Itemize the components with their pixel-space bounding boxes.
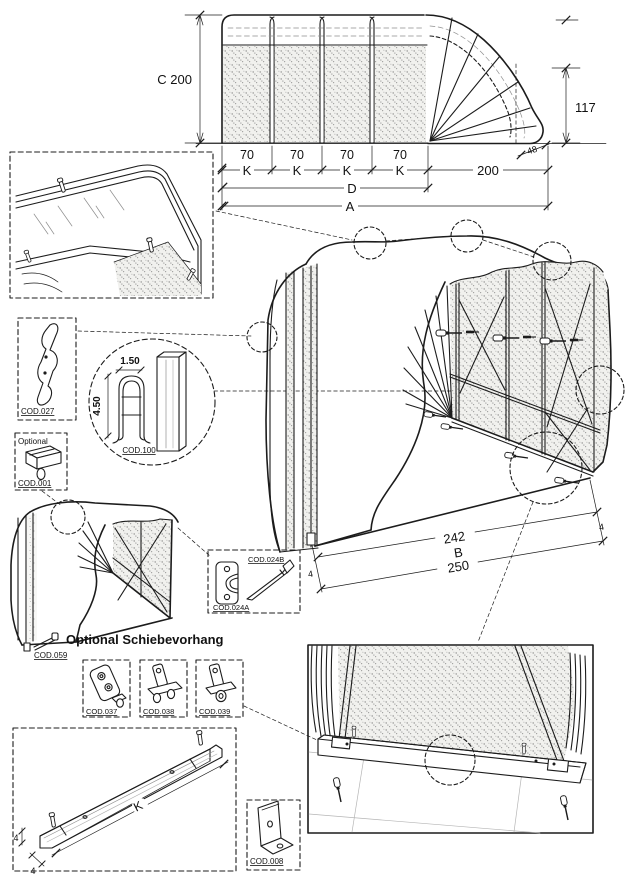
cod027-label: COD.027 — [21, 407, 55, 416]
clamp-cod001-box: Optional COD.001 — [14, 432, 68, 491]
cod059-label: COD.059 — [34, 651, 68, 660]
rail-dimensions: K 4 4 — [13, 759, 229, 876]
small-perspective-view — [10, 499, 179, 652]
rail-height-label: 4 — [13, 833, 18, 843]
dim-c200-label: C 200 — [157, 72, 192, 87]
fan-fold-elevation — [425, 14, 544, 145]
folded-curtain-right — [565, 652, 587, 755]
corner-detail-drawing — [15, 164, 202, 296]
side-elevation-view: C 200 117 48 70 70 70 70 — [157, 10, 607, 214]
main-perspective-view: 242 B 250 4 4 — [246, 219, 625, 594]
fan-blades — [429, 17, 537, 142]
dim-b-label: B — [453, 544, 464, 560]
bracket-cod027-box: COD.027 — [17, 317, 77, 421]
dim-117-label: 117 — [575, 100, 596, 115]
latch-plate-cod024a-drawing — [215, 561, 239, 605]
curtain-option-title: Optional Schiebevorhang — [66, 632, 224, 647]
dimension-row-d: D — [217, 181, 433, 196]
profile-cod100-detail: 1.50 4.50 COD.100 — [88, 338, 216, 466]
small-highlight-circle — [50, 499, 86, 535]
scissor-arms — [337, 645, 568, 772]
profile-extrusion-drawing — [156, 351, 187, 452]
clamp-cod001-drawing — [25, 445, 62, 481]
dimension-48: 48 — [516, 140, 551, 160]
cod008-label: COD.008 — [250, 857, 284, 866]
folded-stack — [265, 263, 319, 553]
curtain-part-box-1: COD.037 — [82, 659, 131, 718]
cod038-label: COD.038 — [143, 707, 174, 716]
glass-hatching — [33, 189, 125, 235]
dim-48-label: 48 — [526, 144, 539, 157]
cod037-label: COD.037 — [86, 707, 117, 716]
panel-width-label: 70 — [290, 148, 304, 162]
profile-width-label: 1.50 — [120, 356, 140, 367]
cod008-drawing — [257, 800, 294, 855]
k-label: K — [293, 163, 302, 178]
panel-width-label: 70 — [393, 148, 407, 162]
cod039-label: COD.039 — [199, 707, 230, 716]
k-label: K — [243, 163, 252, 178]
small-fan — [77, 521, 114, 574]
cod100-label: COD.100 — [122, 446, 156, 455]
dim-4-left-label: 4 — [307, 569, 314, 580]
dimension-117: 117 — [551, 15, 596, 148]
base-rail — [317, 725, 587, 784]
dim-a-label: A — [346, 199, 355, 214]
cod039-drawing — [205, 663, 237, 703]
dim-242-label: 242 — [442, 528, 466, 546]
rail-width-label: 4 — [30, 866, 35, 876]
dim-d-label: D — [347, 181, 356, 196]
front-curtain — [306, 281, 591, 547]
panel-dividers — [269, 16, 375, 144]
cod024b-label: COD.024B — [248, 555, 284, 564]
small-folded-stack — [10, 501, 179, 646]
dimension-row-a: A — [217, 199, 553, 214]
highlight-circles — [246, 219, 625, 505]
panel-width-label: 70 — [340, 148, 354, 162]
dim-250-label: 250 — [446, 557, 470, 575]
rail-drawing — [39, 729, 223, 849]
rail-detail-box: K 4 4 — [12, 727, 237, 876]
k-label: K — [343, 163, 352, 178]
cod001-label: COD.001 — [18, 479, 52, 488]
curtain-rod-drawing — [33, 632, 59, 651]
base-dimensions: 242 B 250 4 4 — [307, 479, 608, 594]
corner-bracket-cod008-box: COD.008 — [246, 799, 301, 871]
fastener-cod024-box: COD.024B COD.024A — [207, 549, 301, 614]
floor-fixing-detail-panel — [307, 644, 594, 834]
k-label: K — [396, 163, 405, 178]
folded-panels-elevation — [221, 14, 429, 144]
corner-detail-box — [9, 151, 229, 299]
cod038-drawing — [147, 663, 183, 704]
profile-height-label: 4.50 — [92, 396, 103, 416]
curtain-option-section: Optional Schiebevorhang COD.059 COD.037 … — [33, 632, 244, 718]
cod037-drawing — [89, 664, 127, 708]
pin-cod024b-drawing — [246, 559, 295, 601]
bracket-cod027-drawing — [36, 323, 59, 406]
dimension-c200: C 200 — [157, 10, 223, 148]
frame-structure — [402, 261, 601, 473]
fan-braces — [402, 285, 453, 419]
dimension-row-k: 70 70 70 70 K K K K 200 — [217, 145, 553, 211]
small-wall — [77, 518, 173, 619]
curtain-part-box-2: COD.038 — [139, 659, 188, 718]
profile-section-drawing: 1.50 4.50 — [92, 356, 151, 444]
dim-4-right-label: 4 — [598, 522, 605, 533]
folded-curtain-left — [310, 645, 337, 745]
dim-200-label: 200 — [477, 163, 499, 178]
panel-screwdrivers — [331, 775, 573, 823]
rail-highlight-circle — [424, 734, 476, 786]
panel-width-label: 70 — [240, 148, 254, 162]
cod024a-label: COD.024A — [213, 603, 249, 612]
optional-label: Optional — [18, 437, 48, 446]
curtain-part-box-3: COD.039 — [195, 659, 244, 718]
